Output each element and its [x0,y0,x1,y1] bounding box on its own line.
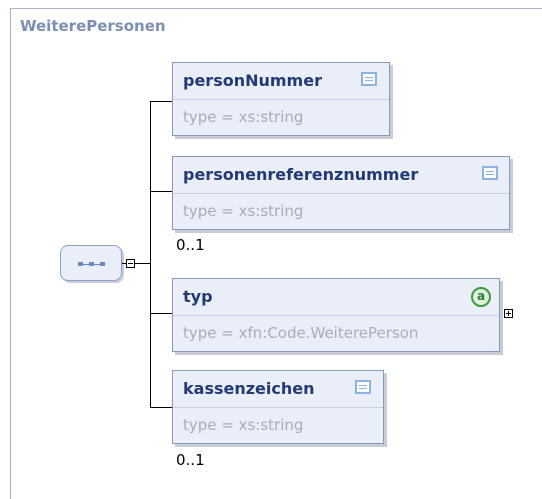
element-header [173,279,499,316]
documentation-icon [355,380,371,394]
element-header [173,157,509,194]
element-kassenzeichen[interactable]: kassenzeichen type = xs:string [172,370,384,444]
element-name: personNummer [183,71,322,90]
element-personNummer[interactable]: personNummer type = xs:string [172,62,390,136]
collapse-toggle[interactable] [126,259,135,268]
element-type: type = xfn:Code.WeiterePerson [183,324,419,342]
branch-line [150,313,172,314]
branch-line [150,101,151,408]
expand-toggle[interactable] [504,309,513,318]
attribute-icon: a [471,287,491,307]
element-type: type = xs:string [183,108,304,126]
element-type: type = xs:string [183,202,304,220]
element-header [173,371,383,408]
occurrence-label: 0..1 [176,236,205,254]
branch-line [150,407,172,408]
branch-line [150,191,172,192]
connector-line [122,263,126,264]
branch-line [150,101,172,102]
documentation-icon [361,72,377,86]
occurrence-label: 0..1 [176,451,205,469]
element-personenreferenznummer[interactable]: personenreferenznummer type = xs:string [172,156,510,230]
element-name: kassenzeichen [183,379,315,398]
diagram-title: WeiterePersonen [20,17,166,35]
element-header [173,63,389,100]
element-name: personenreferenznummer [183,165,419,184]
sequence-compositor[interactable] [60,245,122,281]
connector-line [135,263,150,264]
element-typ[interactable]: typ a type = xfn:Code.WeiterePerson [172,278,500,352]
sequence-icon [78,262,106,266]
documentation-icon [482,166,498,180]
element-type: type = xs:string [183,416,304,434]
element-name: typ [183,287,213,306]
